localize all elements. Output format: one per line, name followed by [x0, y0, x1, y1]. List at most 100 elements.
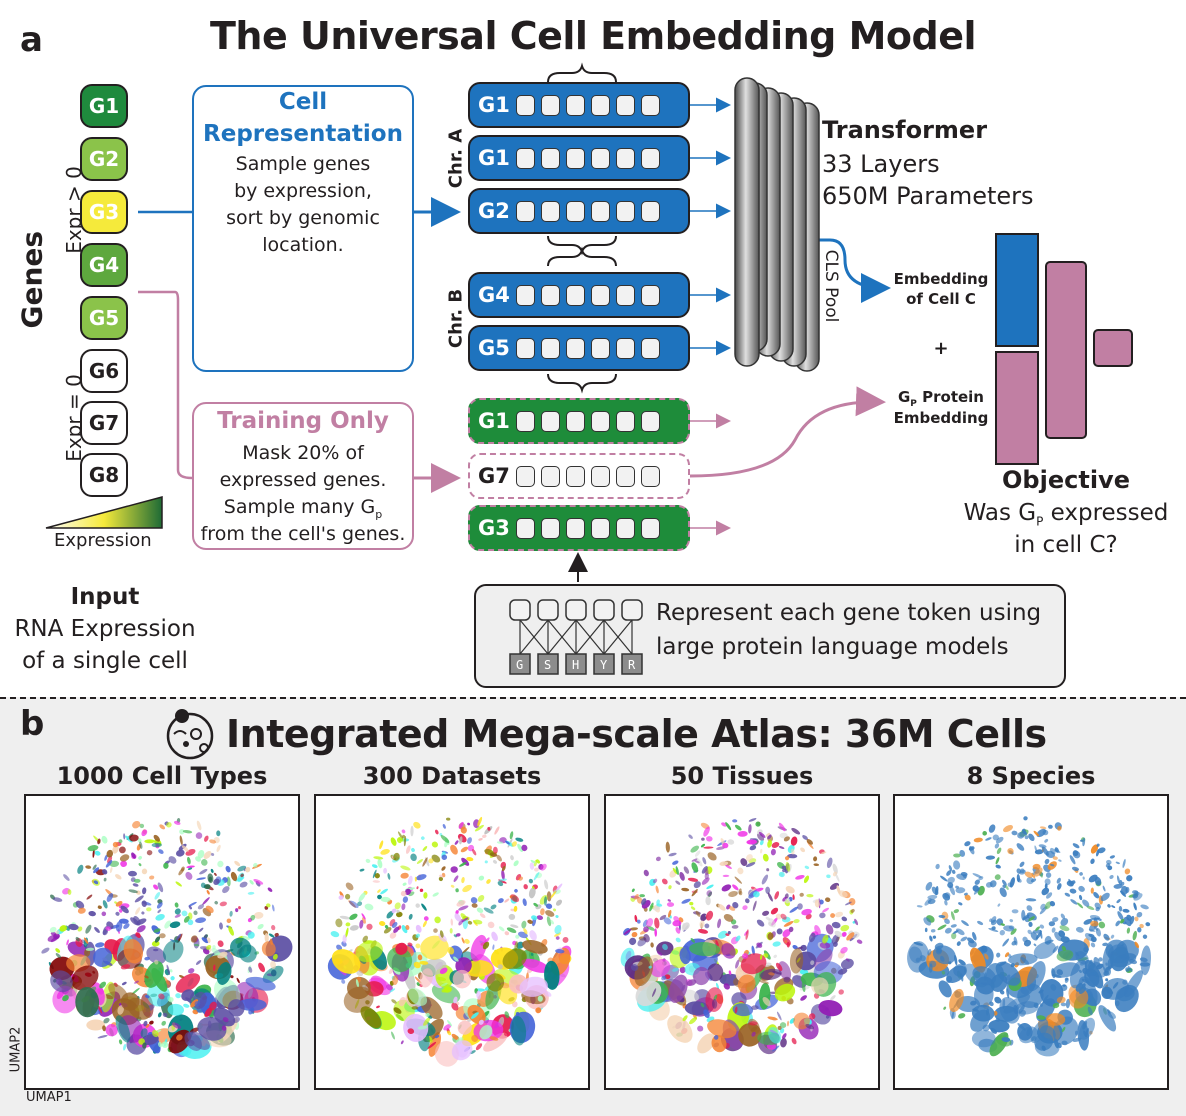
umap-cluster — [131, 987, 140, 995]
umap-cluster — [101, 911, 107, 917]
input-line1: RNA Expression — [14, 616, 196, 642]
umap-cluster — [797, 903, 803, 910]
umap-cluster — [377, 894, 382, 900]
umap-cluster — [661, 975, 667, 981]
umap-cluster — [496, 854, 503, 862]
umap-cluster — [85, 865, 92, 869]
umap-cluster — [456, 900, 466, 907]
umap-cluster — [528, 887, 536, 899]
umap-cluster — [1083, 919, 1092, 925]
umap-cluster — [405, 925, 410, 930]
umap-cluster — [219, 901, 227, 907]
umap-cluster — [1060, 913, 1066, 920]
umap-cluster — [930, 929, 936, 933]
umap-cluster — [690, 906, 696, 911]
umap-cluster — [168, 856, 177, 864]
umap-cluster — [138, 855, 142, 860]
umap-cluster — [227, 999, 245, 1017]
umap-cluster — [52, 897, 63, 902]
umap1-label: UMAP1 — [26, 1090, 72, 1105]
umap-cluster — [422, 920, 427, 928]
umap-cluster — [631, 888, 635, 893]
training-line: Sample many Gp — [194, 494, 412, 528]
umap-cluster — [483, 1032, 508, 1052]
umap-cluster — [1052, 945, 1059, 953]
umap-cluster — [776, 1011, 782, 1021]
umap-cluster — [169, 969, 173, 973]
umap-cluster — [515, 934, 520, 939]
umap-cluster — [925, 881, 933, 891]
umap-cluster — [1020, 956, 1030, 965]
umap-cluster — [374, 873, 380, 879]
umap-cluster — [453, 956, 459, 962]
umap-cluster — [415, 874, 427, 881]
umap-cluster — [682, 922, 690, 931]
umap-cluster — [544, 960, 560, 990]
umap-cluster — [1036, 1015, 1046, 1020]
umap-cluster — [268, 933, 275, 938]
umap-cluster — [766, 868, 770, 872]
umap-cluster — [1039, 1003, 1043, 1007]
umap-cluster — [439, 967, 448, 974]
cell-rep-title-2: Representation — [203, 121, 403, 147]
umap-cluster — [672, 867, 678, 875]
umap-cluster — [806, 839, 813, 845]
umap-cluster — [474, 824, 484, 832]
umap-cluster — [723, 983, 730, 990]
umap-cluster — [915, 957, 921, 963]
umap-cluster — [441, 854, 448, 861]
umap-cluster — [106, 893, 114, 902]
umap-cluster — [1031, 872, 1036, 879]
umap-cluster — [964, 894, 971, 901]
umap-cluster — [780, 1038, 787, 1048]
umap-cluster — [958, 902, 963, 906]
umap-cluster — [63, 874, 70, 881]
umap-cluster — [400, 872, 409, 879]
umap-cluster — [554, 925, 562, 935]
umap-cluster — [675, 866, 679, 876]
umap-cluster — [1044, 838, 1049, 843]
umap-cluster — [521, 844, 528, 852]
umap-cluster — [1060, 918, 1069, 926]
umap-cluster — [772, 941, 781, 947]
umap-cluster — [732, 901, 739, 909]
umap-cluster — [995, 836, 1004, 844]
umap-cluster — [841, 931, 847, 937]
umap-cluster — [217, 940, 224, 948]
umap-cluster — [443, 1023, 452, 1031]
umap-cluster — [425, 1012, 430, 1017]
umap-cluster — [492, 846, 498, 854]
umap-cluster — [689, 901, 694, 906]
umap-cluster — [88, 910, 96, 917]
token-gene-label: G1 — [478, 93, 510, 117]
umap-cluster — [1098, 957, 1103, 962]
umap-cluster — [119, 918, 129, 924]
umap-cluster — [458, 905, 469, 911]
umap-cluster — [174, 902, 179, 908]
umap-cluster — [366, 923, 373, 930]
umap-cluster — [1046, 892, 1053, 899]
umap-cluster — [142, 887, 147, 895]
umap-cluster — [417, 954, 423, 961]
panel-b-title: Integrated Mega-scale Atlas: 36M Cells — [226, 712, 1047, 756]
umap-cluster — [183, 1003, 190, 1008]
umap-cluster — [360, 1006, 382, 1029]
umap-cluster — [757, 833, 765, 842]
umap-cluster — [167, 1003, 184, 1016]
umap-cluster — [717, 918, 722, 929]
umap-cluster — [1123, 916, 1132, 927]
umap-cluster — [681, 898, 691, 904]
umap-cluster — [513, 905, 518, 912]
protein-lm-box: G S H Y R Represent each gene token usin… — [474, 584, 1066, 688]
umap-cluster — [641, 898, 647, 906]
umap-cluster — [521, 920, 527, 929]
umap-cluster — [435, 829, 439, 835]
training-sub-p: p — [375, 507, 383, 521]
umap-cluster — [785, 856, 790, 861]
umap-cluster — [697, 1033, 716, 1054]
umap-cluster — [407, 875, 413, 885]
umap-cluster — [506, 927, 517, 934]
umap-cluster — [732, 1003, 754, 1017]
umap-cluster — [207, 937, 211, 943]
umap-cluster — [668, 885, 672, 890]
